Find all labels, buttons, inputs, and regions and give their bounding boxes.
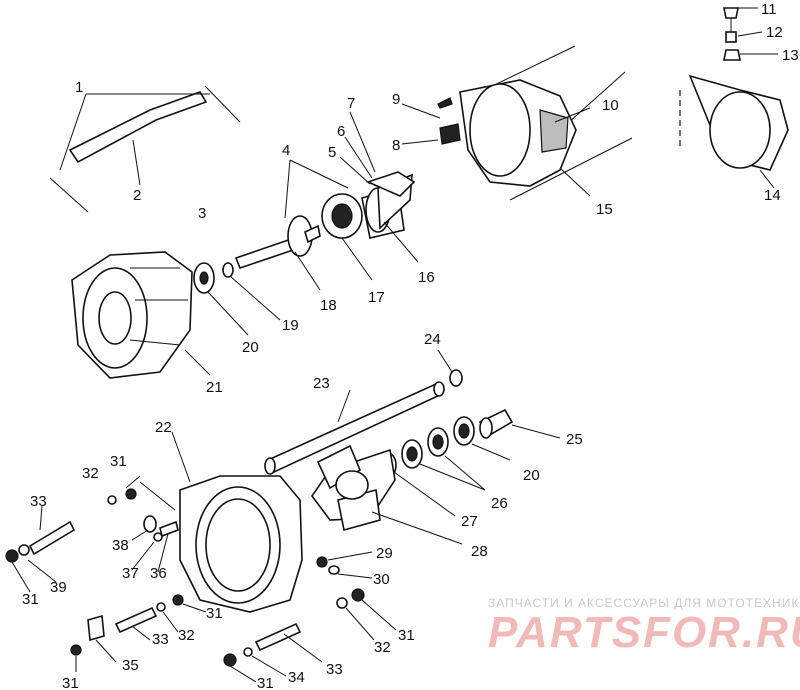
callout-3: 3	[198, 205, 206, 222]
callout-12: 12	[766, 24, 783, 41]
callout-32-a: 32	[82, 465, 99, 482]
callout-39: 39	[50, 579, 67, 596]
callout-38: 38	[112, 537, 129, 554]
impeller	[311, 444, 463, 545]
pump-housing-top	[401, 45, 633, 201]
callout-31-a: 31	[110, 453, 127, 470]
watermark-tagline: ЗАПЧАСТИ И АКСЕССУАРЫ ДЛЯ МОТОТЕХНИКИ	[488, 596, 800, 610]
fasteners	[5, 475, 397, 683]
callout-19: 19	[282, 317, 299, 334]
callout-26: 26	[491, 495, 508, 512]
callout-15: 15	[596, 201, 613, 218]
callout-6: 6	[337, 123, 345, 140]
callout-18: 18	[320, 297, 337, 314]
callout-27: 27	[461, 513, 478, 530]
callout-31-b: 31	[22, 591, 39, 608]
callout-16: 16	[418, 269, 435, 286]
callout-34: 34	[288, 669, 305, 686]
callout-31-f: 31	[257, 675, 274, 690]
callout-labels: 1 2 3 4 5 6 7 8 9 10 11 12 13 14 15 16 1…	[22, 1, 799, 690]
callout-1: 1	[75, 79, 83, 96]
callout-33-c: 33	[326, 661, 343, 678]
callout-32-b: 32	[178, 627, 195, 644]
callout-33-a: 33	[30, 493, 47, 510]
callout-25: 25	[566, 431, 583, 448]
intake-housing	[71, 251, 211, 379]
callout-35: 35	[122, 657, 139, 674]
callout-20b: 20	[523, 467, 540, 484]
callout-36: 36	[150, 565, 167, 582]
callout-29: 29	[376, 545, 393, 562]
callout-2: 2	[133, 187, 141, 204]
pump-housing-bottom	[139, 431, 303, 613]
bracket-group	[679, 7, 789, 189]
callout-11: 11	[761, 1, 777, 18]
callout-5: 5	[328, 144, 336, 161]
callout-8: 8	[392, 137, 400, 154]
callout-31-e: 31	[62, 675, 79, 690]
callout-30: 30	[373, 571, 390, 588]
callout-22: 22	[155, 419, 172, 436]
drive-shaft-group	[193, 215, 321, 336]
callout-17: 17	[368, 289, 385, 306]
callout-14: 14	[764, 187, 781, 204]
impeller-shaft	[264, 349, 463, 475]
callout-37: 37	[122, 565, 139, 582]
callout-4: 4	[282, 142, 290, 159]
callout-24: 24	[424, 331, 441, 348]
callout-23: 23	[313, 375, 330, 392]
callout-13: 13	[782, 47, 799, 64]
bearing-stack	[379, 408, 561, 517]
callout-10: 10	[602, 97, 619, 114]
leader-4	[284, 159, 349, 219]
pump-nose-group	[321, 111, 419, 281]
callout-7: 7	[347, 95, 355, 112]
callout-21: 21	[206, 379, 223, 396]
callout-9: 9	[392, 91, 400, 108]
callout-33-b: 33	[152, 631, 169, 648]
callout-28: 28	[471, 543, 488, 560]
watermark-logo: PARTSFOR.RU	[488, 608, 800, 657]
callout-31-d: 31	[398, 627, 415, 644]
callout-20a: 20	[242, 339, 259, 356]
tube-assembly	[49, 85, 241, 213]
callout-31-c: 31	[206, 605, 223, 622]
callout-32-c: 32	[374, 639, 391, 656]
